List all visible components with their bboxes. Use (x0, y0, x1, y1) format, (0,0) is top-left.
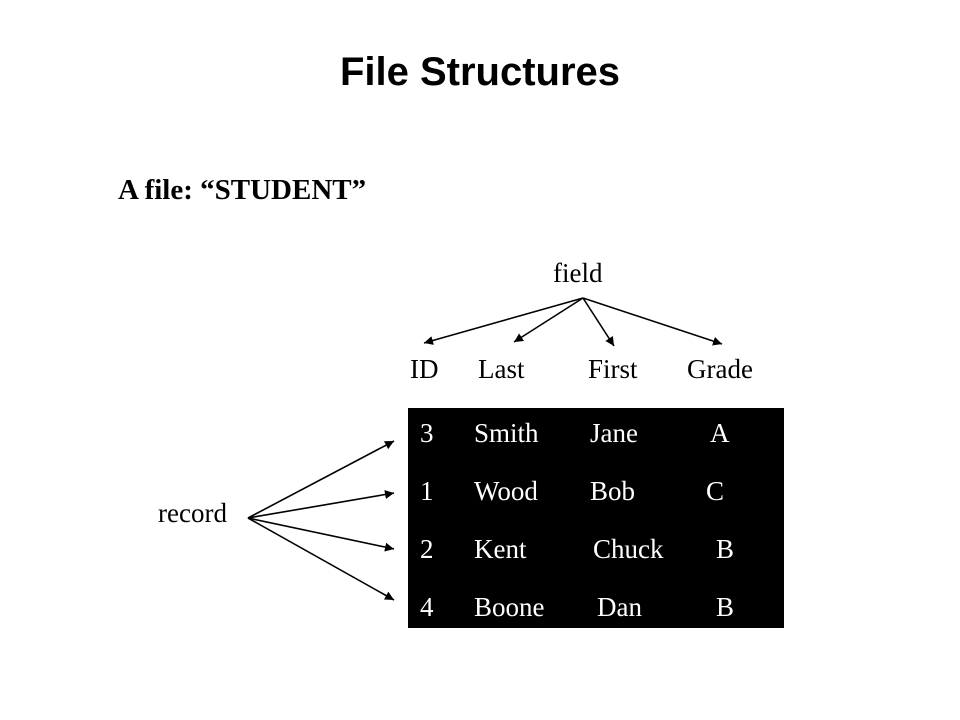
column-header-last: Last (478, 354, 525, 384)
record-1-last: Smith (474, 418, 539, 448)
record-4-last: Boone (474, 592, 545, 622)
field-arrow-first (582, 297, 615, 347)
field-arrow-id (423, 297, 584, 345)
field-label: field (553, 258, 603, 288)
record-1-grade: A (710, 418, 730, 448)
record-4-grade: B (716, 592, 735, 622)
records-table (408, 408, 784, 628)
field-arrow-grade (582, 297, 723, 346)
record-3-grade: B (716, 534, 735, 564)
column-header-grade: Grade (687, 354, 753, 384)
file-name-heading: A file: “STUDENT” (118, 174, 367, 206)
record-1-first: Jane (590, 418, 638, 448)
record-4-id: 4 (420, 592, 434, 622)
record-1-id: 3 (420, 418, 434, 448)
record-2-last: Wood (474, 476, 538, 506)
record-2-first: Bob (590, 476, 636, 506)
record-label: record (158, 498, 227, 528)
record-3-first: Chuck (593, 534, 664, 564)
record-3-id: 2 (420, 534, 434, 564)
record-3-last: Kent (474, 534, 527, 564)
record-arrow-3 (247, 517, 395, 552)
record-arrow-1 (247, 440, 395, 519)
column-header-id: ID (410, 354, 439, 384)
record-4-first: Dan (597, 592, 642, 622)
record-arrow-4 (247, 517, 395, 601)
record-arrow-2 (247, 490, 395, 519)
page-title: File Structures (339, 50, 621, 94)
record-2-id: 1 (420, 476, 434, 506)
column-header-first: First (588, 354, 638, 384)
field-arrow-last (513, 297, 584, 343)
record-2-grade: C (706, 476, 725, 506)
